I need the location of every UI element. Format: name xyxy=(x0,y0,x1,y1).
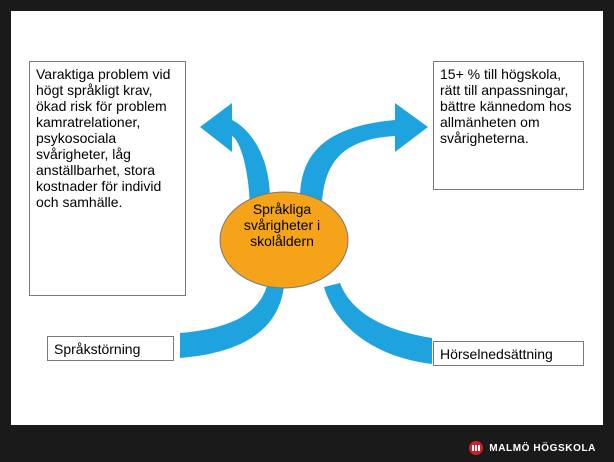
logo-text: MALMÖ HÖGSKOLA xyxy=(489,442,596,454)
center-label: Språkliga svårigheter i skolåldern xyxy=(243,201,321,249)
hearing-loss-box: Hörselnedsättning xyxy=(433,341,584,366)
consequences-box: Varaktiga problem vid högt språkligt kra… xyxy=(29,61,186,296)
center-ellipse xyxy=(219,191,349,289)
arrow-to-top-right xyxy=(300,103,428,205)
language-disorder-box: Språkstörning xyxy=(47,336,174,361)
arrow-from-bottom-left xyxy=(180,282,284,358)
outcomes-box: 15+ % till högskola, rätt till anpassnin… xyxy=(433,61,584,190)
footer-logo: MALMÖ HÖGSKOLA xyxy=(469,440,596,456)
arrow-to-top-left xyxy=(200,103,270,205)
arrow-from-bottom-right xyxy=(324,283,432,364)
malmo-hogskola-logo-icon xyxy=(469,441,484,455)
